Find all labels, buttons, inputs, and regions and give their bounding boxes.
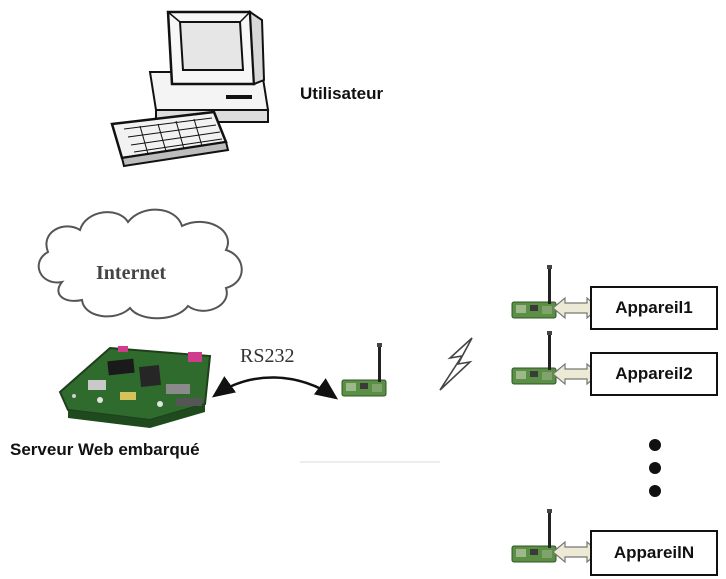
wireless-module-icon (511, 330, 557, 385)
embedded-board-icon (58, 346, 212, 428)
device-node-n (511, 508, 600, 563)
wireless-module-icon (511, 508, 557, 563)
device-node-2 (511, 330, 600, 385)
vertical-dots-icon (649, 439, 661, 497)
device-box-1: Appareil1 (590, 286, 718, 330)
device-label: AppareilN (613, 543, 695, 562)
wireless-module-icon (511, 264, 557, 319)
device-node-1 (511, 264, 600, 319)
user-label: Utilisateur (300, 84, 384, 103)
server-label: Serveur Web embarqué (10, 440, 200, 459)
desktop-computer-icon (110, 10, 270, 168)
rs232-label: RS232 (240, 345, 295, 367)
internet-label: Internet (96, 262, 166, 284)
device-box-n: AppareilN (590, 530, 718, 576)
device-label: Appareil1 (615, 298, 693, 317)
lightning-bolt-icon (439, 337, 473, 391)
rs232-link (211, 376, 339, 400)
wireless-module-icon (341, 342, 387, 397)
device-box-2: Appareil2 (590, 352, 718, 396)
cloud-icon (37, 208, 243, 320)
device-label: Appareil2 (615, 364, 693, 383)
